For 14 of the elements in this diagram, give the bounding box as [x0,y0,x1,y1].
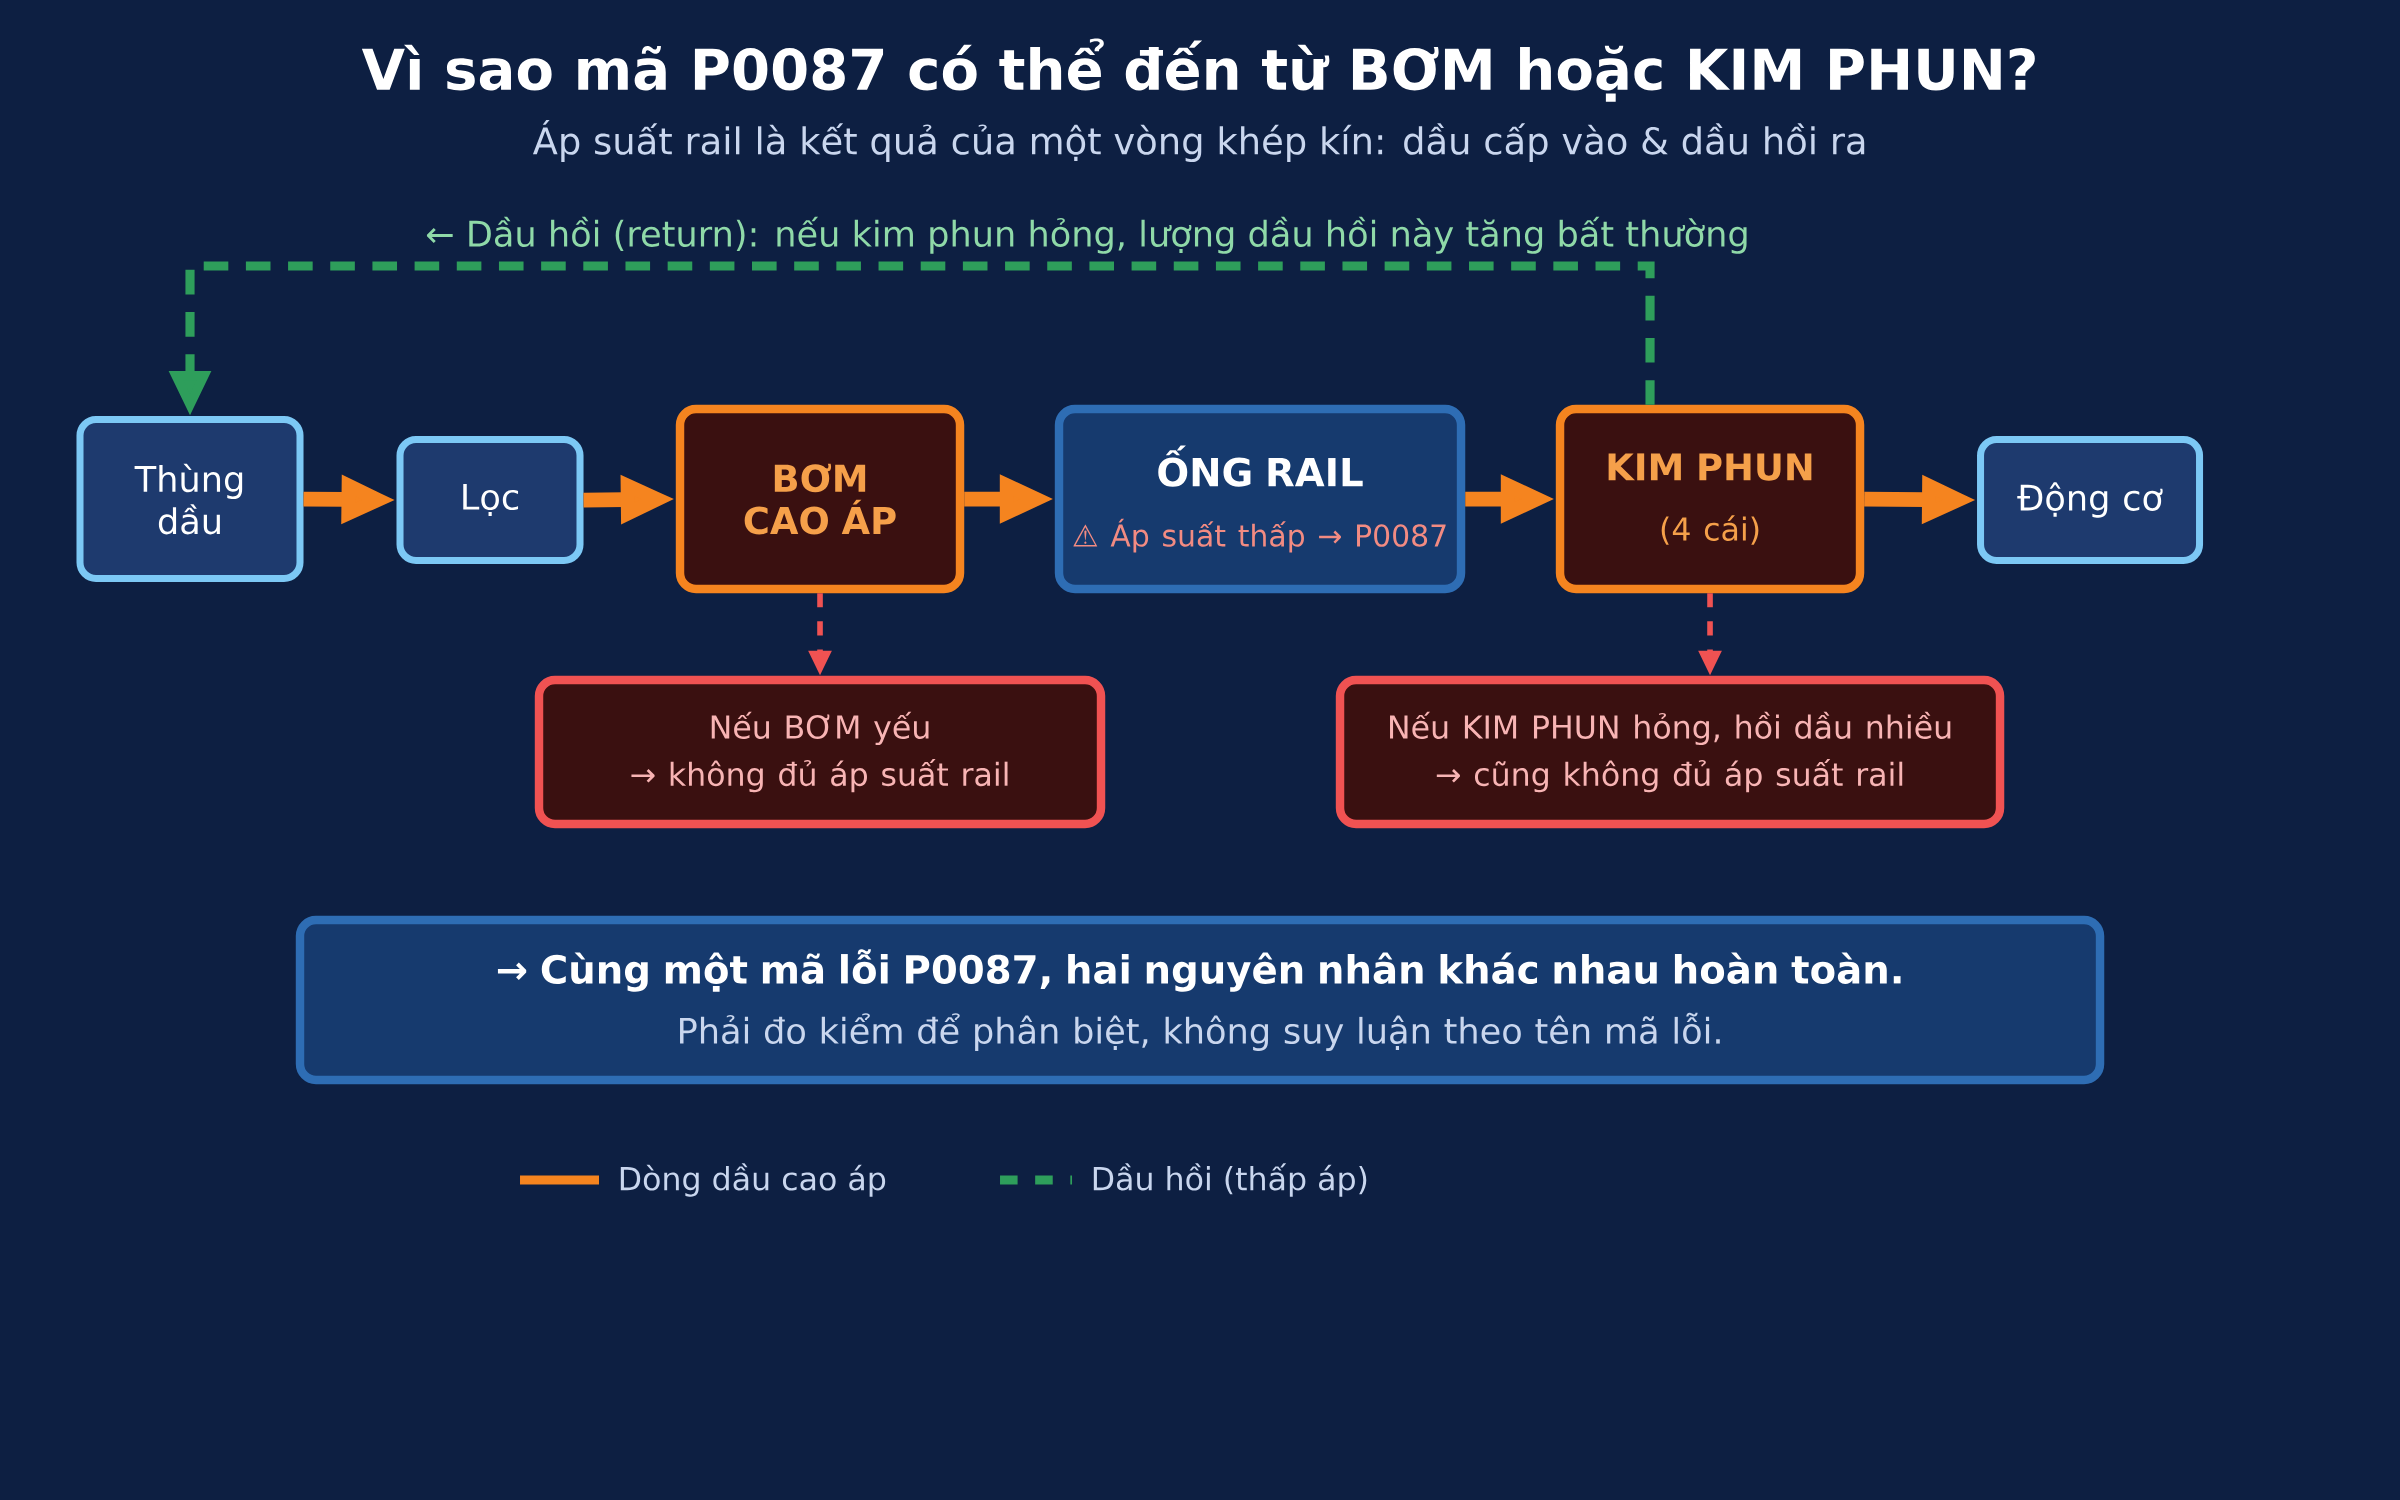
process-box: Lọc [396,436,584,565]
process-box: Thùng dầu [76,416,304,583]
edge-label: ← Dầu hồi (return): nếu kim phun hỏng, lượng dầu hồi này tăng bất thường [426,216,1747,254]
warning-box: Nếu KIM PHUN hỏng, hồi dầu nhiều → cũng không đủ áp suất rail [1335,675,2005,829]
component-box: KIM PHUN (4 cái) [1555,404,1865,594]
component-box: BƠM CAO ÁP [675,404,965,594]
legend-text: Dầu hồi (thấp áp) [1093,1163,1367,1197]
subtitle: Áp suất rail là kết quả của một vòng khép kín: dầu cấp vào & dầu hồi ra [532,120,1865,162]
process-box: Động cơ [1977,436,2204,565]
title: Vì sao mã P0087 có thể đến từ BƠM hoặc KIM PHUN? [361,38,2035,102]
legend-text: Dòng dầu cao áp [620,1163,886,1197]
rail-box: ỐNG RAIL ⚠ Áp suất thấp → P0087 [1054,404,1466,594]
warning-box: Nếu BƠM yếu → không đủ áp suất rail [534,675,1106,829]
summary-box: → Cùng một mã lỗi P0087, hai nguyên nhân khác nhau hoàn toàn. Phải đo kiểm để phân biệt, không suy luận theo tên mã lỗi. [295,915,2105,1085]
